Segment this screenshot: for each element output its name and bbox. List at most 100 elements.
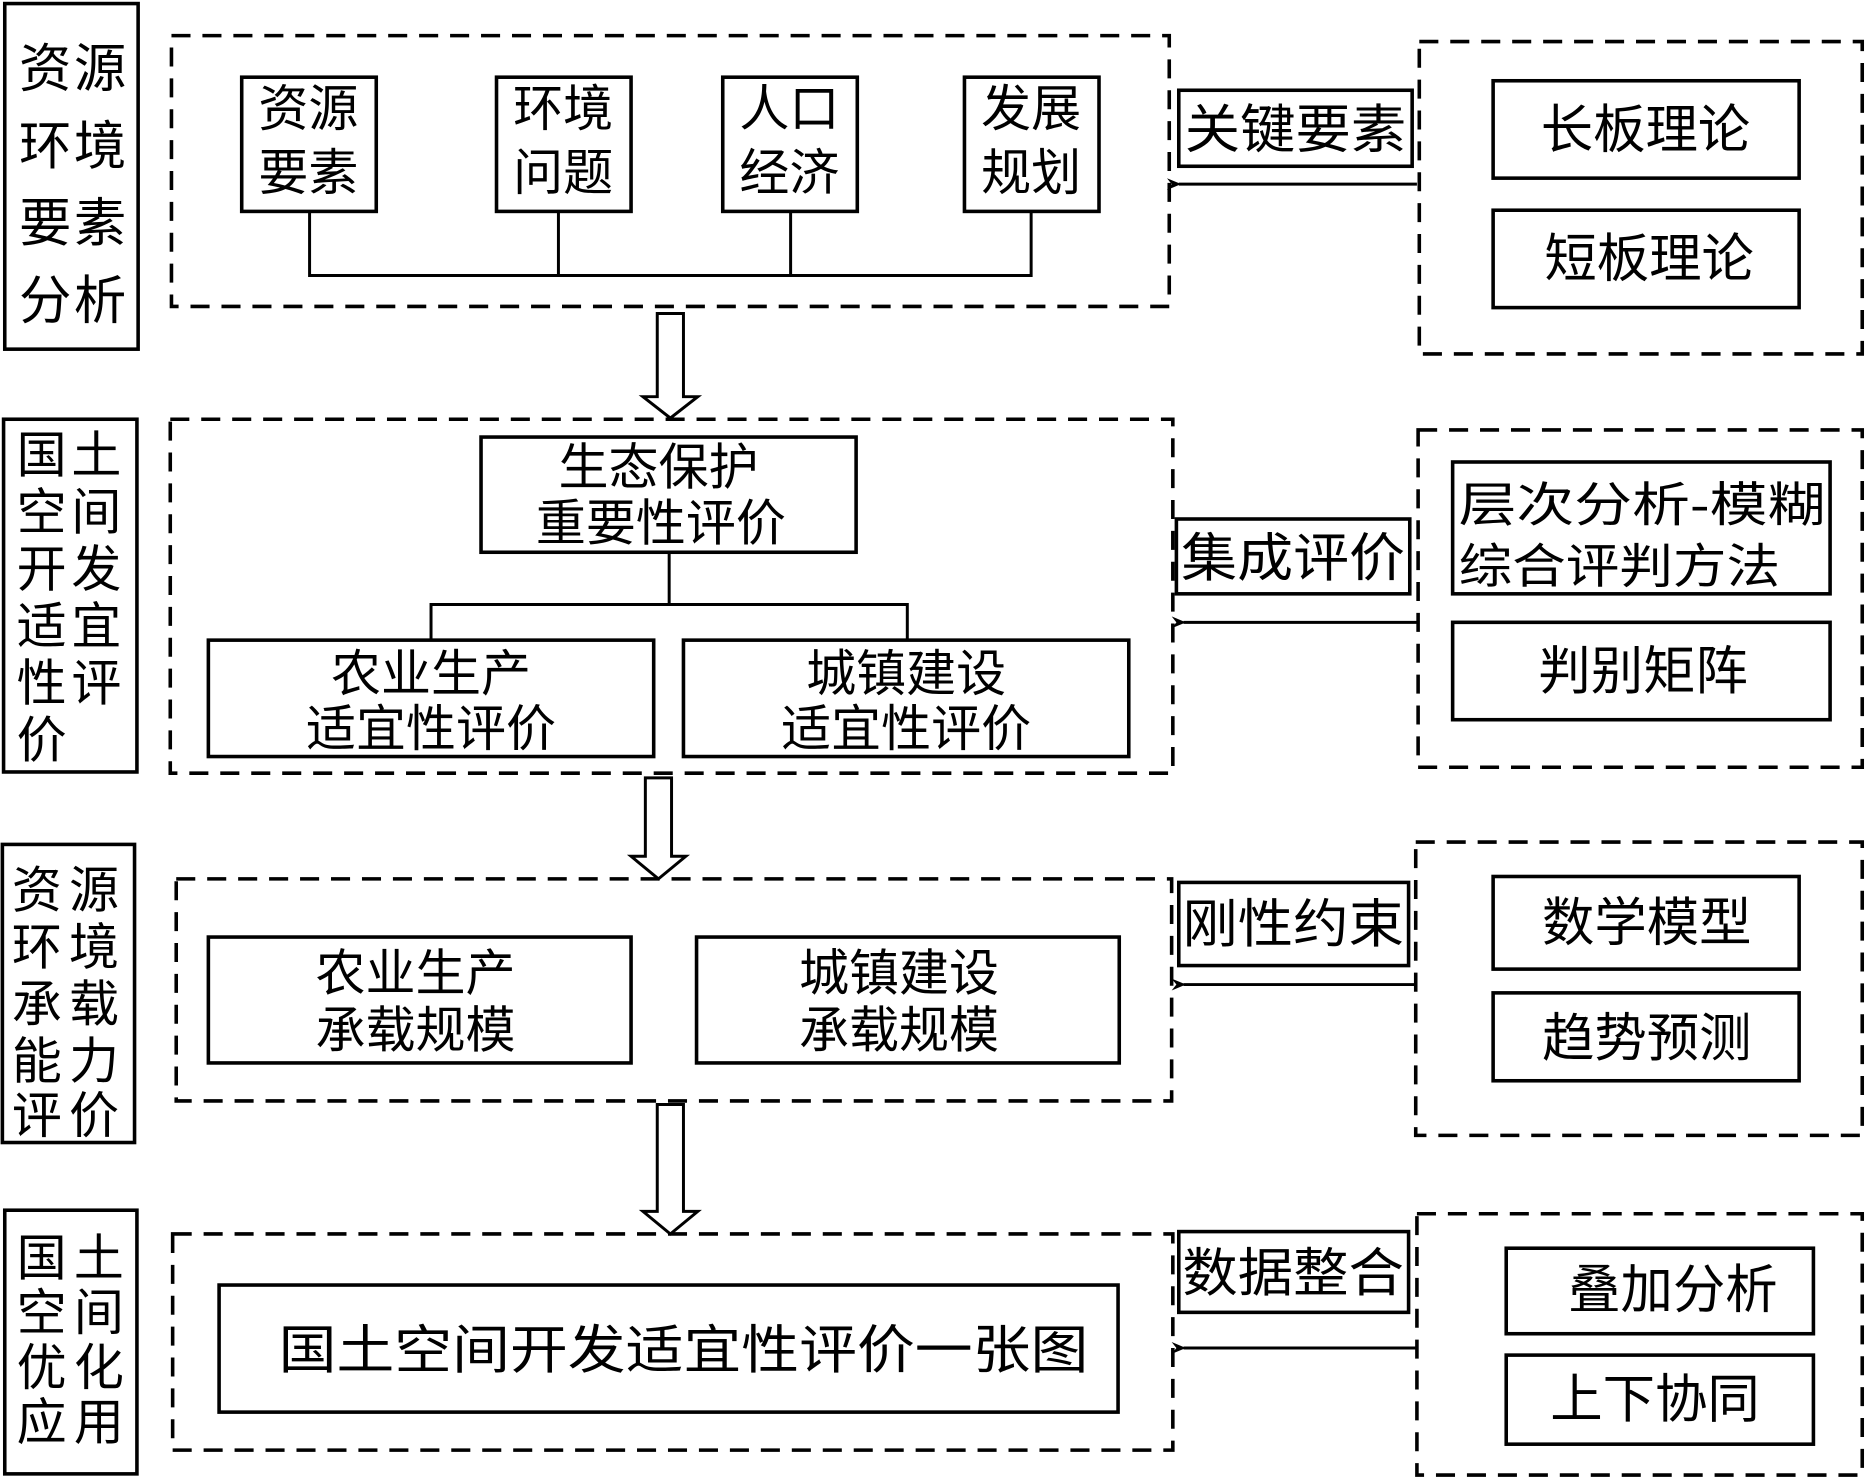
connector-label-integrated-evaluation: 集成评价: [1174, 517, 1412, 596]
svg-text:源: 源: [69, 861, 119, 919]
svg-text:叠加分析: 叠加分析: [1568, 1260, 1778, 1321]
item-development-planning: 发展 规划: [962, 75, 1101, 214]
svg-text:土: 土: [71, 427, 121, 485]
label-char: 素: [74, 193, 126, 254]
item-agricultural-capacity: 农业生产 承载规模: [206, 935, 633, 1065]
svg-text:适宜性评价: 适宜性评价: [306, 700, 556, 758]
svg-text:生态保护: 生态保护: [558, 439, 758, 497]
connector-label-data-integration: 数据整合: [1176, 1229, 1411, 1315]
item-urban-suitability: 城镇建设 适宜性评价: [681, 638, 1131, 759]
svg-text:问题: 问题: [513, 144, 613, 202]
svg-text:承: 承: [12, 975, 62, 1033]
stage-1-tree-connector: [308, 211, 1033, 278]
svg-text:应: 应: [17, 1393, 67, 1451]
svg-text:评: 评: [71, 655, 121, 713]
svg-text:上下协同: 上下协同: [1550, 1369, 1760, 1430]
stage-4-container: [170, 1232, 1175, 1452]
label-char: 分: [19, 270, 71, 331]
svg-text:适: 适: [17, 598, 67, 656]
svg-text:农业生产: 农业生产: [331, 645, 531, 703]
stage-1-methods-container: [1417, 39, 1865, 356]
stage-2-tree-connector: [429, 552, 909, 641]
svg-text:价: 价: [17, 712, 67, 770]
svg-text:土: 土: [74, 1230, 124, 1288]
svg-text:集成评价: 集成评价: [1181, 528, 1405, 589]
svg-text:层次分析-模糊: 层次分析-模糊: [1459, 478, 1826, 533]
method-overlay-analysis: 叠加分析: [1504, 1246, 1816, 1336]
svg-text:国: 国: [17, 427, 67, 485]
svg-text:环境: 环境: [513, 80, 613, 138]
stage-2-label: 国 土 空 间 开 发 适 宜 性 评 价: [17, 427, 122, 770]
label-char: 源: [74, 39, 126, 100]
stage-1-label: 资 源 环 境 要 素 分 析: [19, 39, 126, 332]
stage-2-methods-container: [1416, 428, 1865, 770]
flow-down-arrow-icon: [638, 1103, 702, 1236]
stage-4: 国 土 空 间 优 化 应 用 国土空间开发适宜性评价一张图 数据整合 叠加分析…: [2, 1208, 1865, 1477]
svg-text:要素: 要素: [258, 144, 358, 202]
item-suitability-one-map: 国土空间开发适宜性评价一张图: [217, 1283, 1120, 1414]
label-char: 析: [74, 270, 126, 331]
stage-1: 资 源 环 境 要 素 分 析 资源 要素 环境 问题 人口 经济: [2, 1, 1865, 356]
item-environment-issues: 环境 问题: [494, 75, 633, 214]
svg-text:承载规模: 承载规模: [316, 1002, 516, 1060]
svg-text:刚性约束: 刚性约束: [1182, 894, 1403, 955]
stage-3-methods-container: [1413, 840, 1865, 1138]
svg-text:空: 空: [17, 1284, 67, 1342]
svg-text:境: 境: [69, 918, 119, 976]
item-ecological-protection-importance: 生态保护 重要性评价: [479, 435, 858, 555]
svg-text:国: 国: [17, 1230, 67, 1288]
item-population-economy: 人口 经济: [720, 75, 860, 214]
svg-text:发展: 发展: [981, 80, 1081, 138]
svg-text:重要性评价: 重要性评价: [536, 494, 786, 552]
label-char: 境: [74, 116, 126, 177]
stage-3-container: [174, 877, 1174, 1103]
svg-text:数据整合: 数据整合: [1182, 1243, 1403, 1304]
label-char: 要: [19, 193, 71, 254]
svg-text:适宜性评价: 适宜性评价: [781, 700, 1031, 758]
item-agricultural-suitability: 农业生产 适宜性评价: [206, 638, 656, 759]
label-char: 资: [19, 39, 71, 100]
svg-text:承载规模: 承载规模: [799, 1002, 999, 1060]
svg-text:价: 价: [69, 1087, 119, 1145]
svg-text:短板理论: 短板理论: [1544, 229, 1754, 290]
svg-text:城镇建设: 城镇建设: [799, 945, 999, 1003]
svg-text:长板理论: 长板理论: [1541, 99, 1751, 160]
svg-text:开: 开: [17, 541, 67, 599]
method-vertical-coordination: 上下协同: [1504, 1353, 1816, 1446]
svg-text:间: 间: [71, 484, 121, 542]
item-urban-capacity: 城镇建设 承载规模: [694, 935, 1122, 1065]
connector-label-rigid-constraint: 刚性约束: [1176, 880, 1411, 968]
method-short-board-theory: 短板理论: [1491, 208, 1801, 310]
method-ahp-fuzzy: 层次分析-模糊 综合评判方法: [1450, 460, 1832, 596]
svg-text:综合评判方法: 综合评判方法: [1459, 540, 1780, 595]
svg-text:空: 空: [17, 484, 67, 542]
stage-1-container: [169, 33, 1172, 309]
svg-text:数学模型: 数学模型: [1542, 893, 1752, 954]
svg-text:评: 评: [12, 1087, 62, 1145]
stage-3-label: 资 源 环 境 承 载 能 力 评 价: [12, 861, 119, 1145]
stage-2: 国 土 空 间 开 发 适 宜 性 评 价 生态保护 重要性评价 农业生产 适宜…: [1, 417, 1865, 775]
connector-label-key-elements: 关键要素: [1176, 88, 1414, 169]
svg-text:城镇建设: 城镇建设: [806, 645, 1006, 703]
method-trend-prediction: 趋势预测: [1491, 991, 1801, 1083]
svg-text:规划: 规划: [981, 144, 1081, 202]
svg-text:宜: 宜: [71, 598, 121, 656]
stage-4-label: 国 土 空 间 优 化 应 用: [17, 1230, 124, 1452]
svg-text:经济: 经济: [739, 144, 839, 202]
svg-text:资: 资: [12, 861, 62, 919]
flow-down-arrow-icon: [626, 776, 690, 881]
svg-text:国土空间开发适宜性评价一张图: 国土空间开发适宜性评价一张图: [279, 1320, 1089, 1381]
svg-text:趋势预测: 趋势预测: [1542, 1008, 1752, 1069]
flow-down-arrow-icon: [638, 312, 703, 420]
method-long-board-theory: 长板理论: [1491, 78, 1801, 180]
stage-1-label-box: [2, 1, 140, 351]
svg-text:资源: 资源: [258, 80, 358, 138]
svg-text:关键要素: 关键要素: [1185, 99, 1406, 160]
svg-text:能: 能: [12, 1032, 62, 1090]
svg-text:用: 用: [74, 1393, 124, 1451]
stage-2-container: [168, 417, 1175, 775]
stage-2-label-box: [1, 417, 139, 774]
svg-text:判别矩阵: 判别矩阵: [1538, 641, 1748, 702]
method-discriminant-matrix: 判别矩阵: [1450, 620, 1832, 722]
